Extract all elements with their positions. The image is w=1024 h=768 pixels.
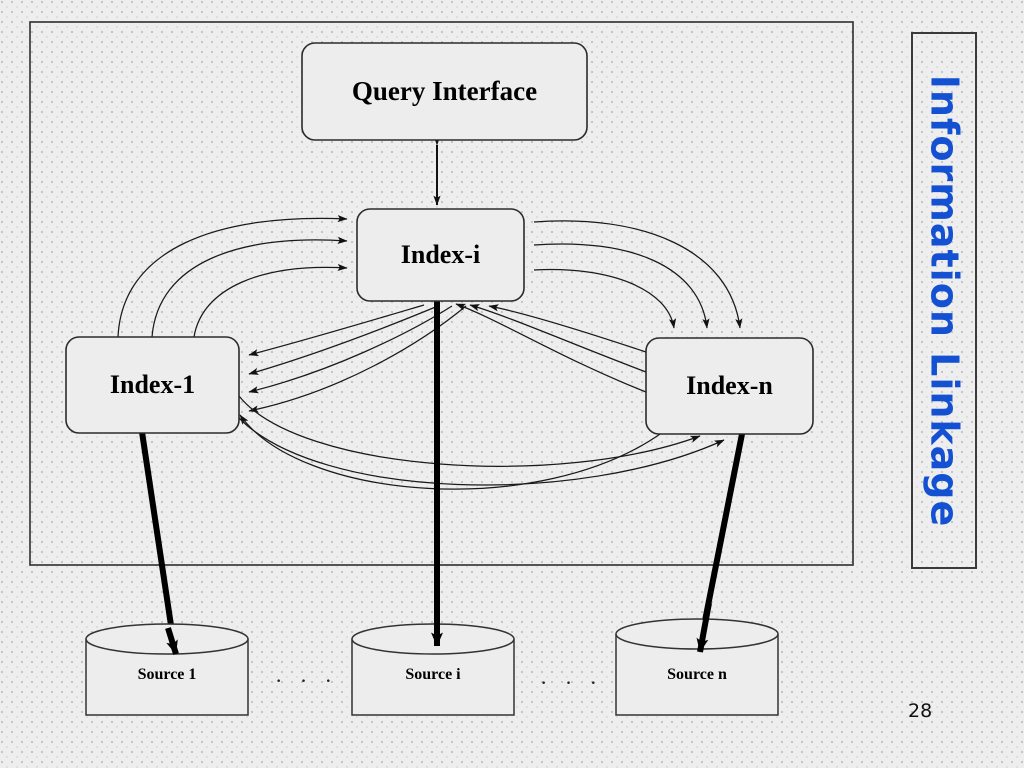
slide-title-box: Information Linkage [911,32,977,569]
edge-indexi-indexn-c [533,268,677,329]
edge-index1-indexi-c [193,263,348,338]
ellipsis-left: · · · [275,668,338,693]
edge-indexi-indexn-b [533,243,710,329]
edge-index1-indexi-b [151,236,348,338]
page-number: 28 [908,700,933,722]
edge-indexn-sourcen [695,419,751,652]
edge-indexn-indexi-c [455,303,647,393]
node-label-index-1: Index-1 [109,370,196,399]
edge-index1-indexn-outer [238,395,701,467]
edge-indexn-indexi-a [488,304,647,353]
edge-indexi-index1-c [248,305,453,394]
arrowhead-overlays [165,602,712,655]
edge-group-index1-indexi [117,214,348,338]
node-label-query-interface: Query Interface [351,76,538,106]
edge-index1-indexi-a [117,214,348,338]
edge-index1-source1 [134,417,179,653]
edge-indexi-index1-d [248,305,467,413]
node-label-source-n: Source n [667,666,727,683]
edge-indexn-indexi-b [469,304,647,373]
slide-title: Information Linkage [922,74,967,527]
node-label-source-i: Source i [405,666,461,683]
edge-group-indexi-index1 [248,304,467,413]
node-label-index-n: Index-n [686,371,773,400]
edge-indexi-index1-b [248,305,439,375]
node-label-source-1: Source 1 [137,666,197,683]
node-label-index-i: Index-i [400,240,481,269]
edge-indexi-index1-a [248,304,425,357]
ellipsis-right: · · · [540,670,603,695]
edge-indexi-indexn-a [533,220,743,329]
edge-indexn-index1-outer [239,414,664,490]
edge-group-indexi-indexn [533,220,743,329]
edge-group-indexn-indexi [455,303,647,393]
